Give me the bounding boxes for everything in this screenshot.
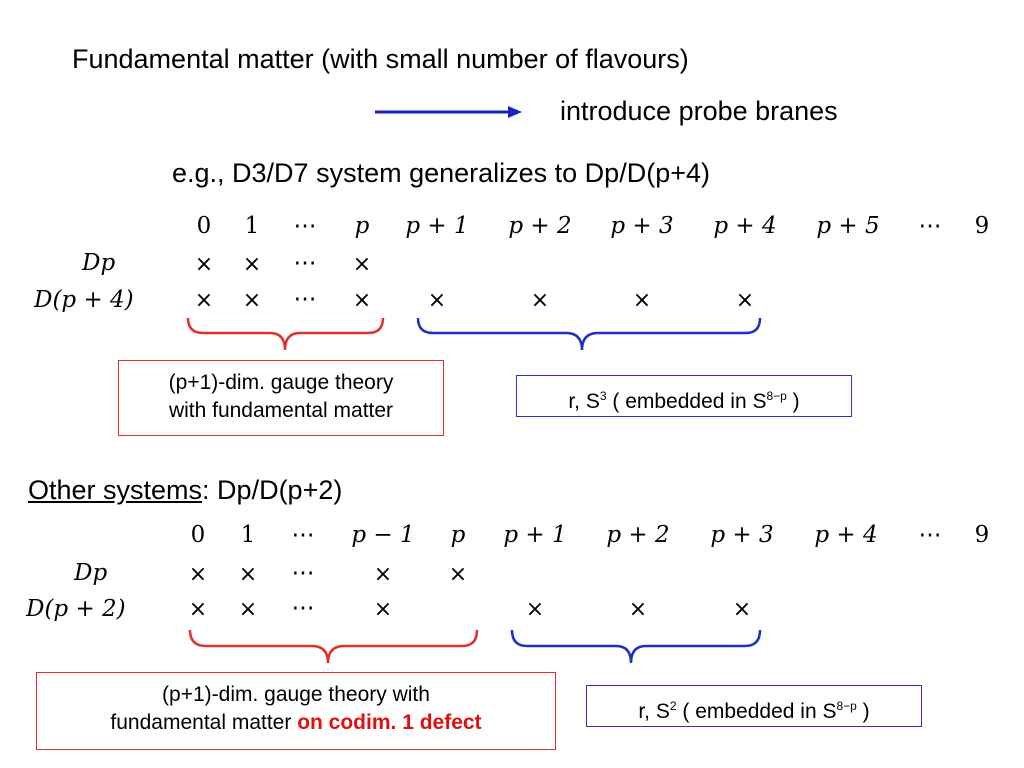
slide-title: Fundamental matter (with small number of…: [72, 44, 689, 74]
table1-col: p + 3: [610, 213, 674, 239]
table2-row-label-dp: Dp: [74, 560, 108, 586]
box-text: ): [786, 390, 800, 413]
table1-row-label-dp: Dp: [82, 250, 116, 276]
cross-mark: ×: [525, 597, 545, 622]
box-text: ( embedded in S: [676, 700, 837, 723]
superscript: 8−p: [766, 389, 787, 403]
cross-mark: ×: [238, 597, 258, 622]
table2-col: ⋯: [918, 522, 942, 548]
superscript: 2: [669, 699, 677, 713]
box-line: with fundamental matter: [168, 399, 394, 422]
other-systems-heading: Other systems: Dp/D(p+2): [28, 475, 342, 506]
probe-branes-text: introduce probe branes: [560, 96, 838, 126]
table2-col: p + 2: [606, 522, 670, 548]
superscript: 8−p: [836, 699, 857, 713]
table1-col: p: [354, 213, 370, 239]
cross-mark: ×: [242, 288, 262, 313]
cross-mark: ×: [188, 562, 208, 587]
box-text: fundamental matter: [110, 711, 298, 734]
dots-mark: ⋯: [293, 286, 317, 312]
sphere-box-1: r, S3 ( embedded in S8−p ): [516, 375, 852, 417]
red-brace-2: [188, 629, 479, 664]
cross-mark: ×: [194, 288, 214, 313]
table1-col: p + 1: [405, 213, 469, 239]
table2-col: ⋯: [291, 522, 315, 548]
cross-mark: ×: [632, 288, 652, 313]
cross-mark: ×: [238, 562, 258, 587]
dots-mark: ⋯: [291, 560, 315, 586]
table1-col: p + 2: [508, 213, 572, 239]
blue-brace-1: [416, 317, 762, 351]
superscript: 3: [599, 389, 607, 403]
table1-col: 1: [244, 213, 260, 239]
red-brace-1: [186, 317, 385, 351]
dots-mark: ⋯: [293, 250, 317, 276]
table2-col: p + 1: [503, 522, 567, 548]
blue-brace-2: [510, 629, 762, 664]
table2-col: 1: [240, 522, 256, 548]
sphere-box-2: r, S2 ( embedded in S8−p ): [586, 685, 922, 727]
cross-mark: ×: [448, 562, 468, 587]
codim-defect-highlight: on codim. 1 defect: [297, 711, 482, 734]
table1-col: p + 4: [713, 213, 777, 239]
gauge-theory-box-1: (p+1)-dim. gauge theory with fundamental…: [118, 360, 444, 436]
table2-col: 0: [190, 522, 206, 548]
table1-col: 0: [196, 213, 212, 239]
cross-mark: ×: [530, 288, 550, 313]
cross-mark: ×: [373, 562, 393, 587]
box-line: (p+1)-dim. gauge theory with: [162, 683, 430, 706]
right-arrow-icon: [375, 106, 522, 118]
heading-rest: : Dp/D(p+2): [202, 475, 343, 505]
table1-col: 9: [974, 213, 990, 239]
box-text: ( embedded in S: [606, 390, 767, 413]
cross-mark: ×: [352, 252, 372, 277]
table2-col: p: [450, 522, 466, 548]
cross-mark: ×: [735, 288, 755, 313]
cross-mark: ×: [628, 597, 648, 622]
box-text: r, S: [638, 700, 670, 723]
box-text: ): [856, 700, 870, 723]
box-line: (p+1)-dim. gauge theory: [168, 371, 394, 394]
cross-mark: ×: [732, 597, 752, 622]
box-text: r, S: [568, 390, 600, 413]
gauge-theory-box-2: (p+1)-dim. gauge theory with fundamental…: [36, 672, 556, 750]
table1-col: p + 5: [816, 213, 880, 239]
cross-mark: ×: [427, 288, 447, 313]
box-line-2: fundamental matter on codim. 1 defect: [37, 709, 555, 737]
example-text: e.g., D3/D7 system generalizes to Dp/D(p…: [172, 158, 710, 188]
heading-underlined: Other systems: [28, 475, 203, 505]
cross-mark: ×: [188, 597, 208, 622]
table2-col: p + 3: [710, 522, 774, 548]
cross-mark: ×: [242, 252, 262, 277]
cross-mark: ×: [352, 288, 372, 313]
table1-col: ⋯: [918, 213, 942, 239]
cross-mark: ×: [373, 597, 393, 622]
cross-mark: ×: [194, 252, 214, 277]
table1-row-label-dp4: D(p + 4): [34, 287, 134, 313]
table2-col: 9: [974, 522, 990, 548]
table1-col: ⋯: [293, 213, 317, 239]
table2-row-label-dp2: D(p + 2): [26, 596, 126, 622]
dots-mark: ⋯: [291, 595, 315, 621]
table2-col: p + 4: [814, 522, 878, 548]
table2-col: p − 1: [351, 522, 415, 548]
